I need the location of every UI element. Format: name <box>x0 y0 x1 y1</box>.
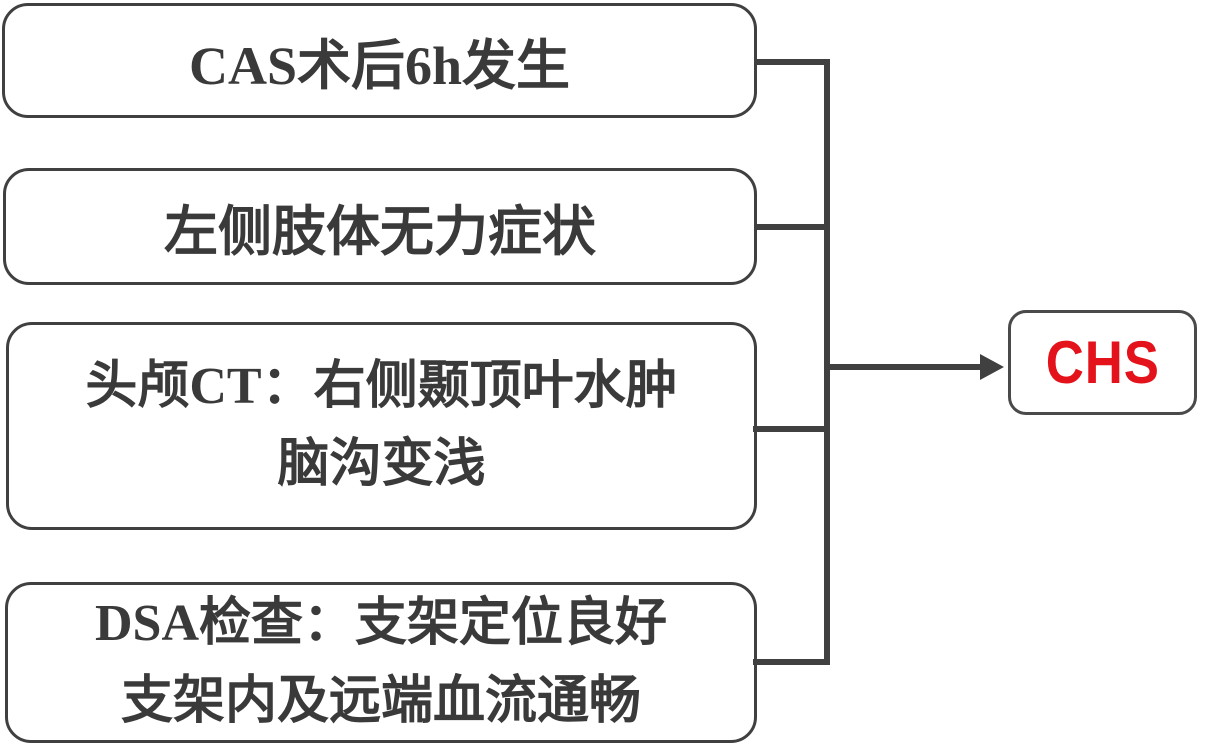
node-label-line: CAS术后6h发生 <box>188 36 571 96</box>
trunk-line <box>824 59 830 665</box>
connector-ct-to-trunk <box>753 426 830 432</box>
node-dsa-findings: DSA检查：支架定位良好 支架内及远端血流通畅 <box>5 582 757 743</box>
node-label-line: 左侧肢体无力症状 <box>164 202 596 262</box>
node-label-line: DSA检查：支架定位良好 <box>94 594 668 652</box>
connector-dsa-to-trunk <box>753 659 830 665</box>
connector-cas-to-trunk <box>755 59 830 65</box>
node-limb-symptom: 左侧肢体无力症状 <box>3 168 757 285</box>
node-label-line: 头颅CT：右侧颞顶叶水肿 <box>85 358 678 415</box>
node-ct-findings: 头颅CT：右侧颞顶叶水肿 脑沟变浅 <box>6 322 757 530</box>
node-chs-result: CHS <box>1008 310 1197 415</box>
arrow-shaft <box>830 364 982 370</box>
node-cas-timing: CAS术后6h发生 <box>2 3 757 118</box>
connector-limb-to-trunk <box>755 224 830 230</box>
arrow-right-icon <box>980 354 1004 380</box>
result-label: CHS <box>1045 329 1160 396</box>
node-label-line: 支架内及远端血流通畅 <box>120 672 641 730</box>
node-label-line: 脑沟变浅 <box>277 436 486 493</box>
